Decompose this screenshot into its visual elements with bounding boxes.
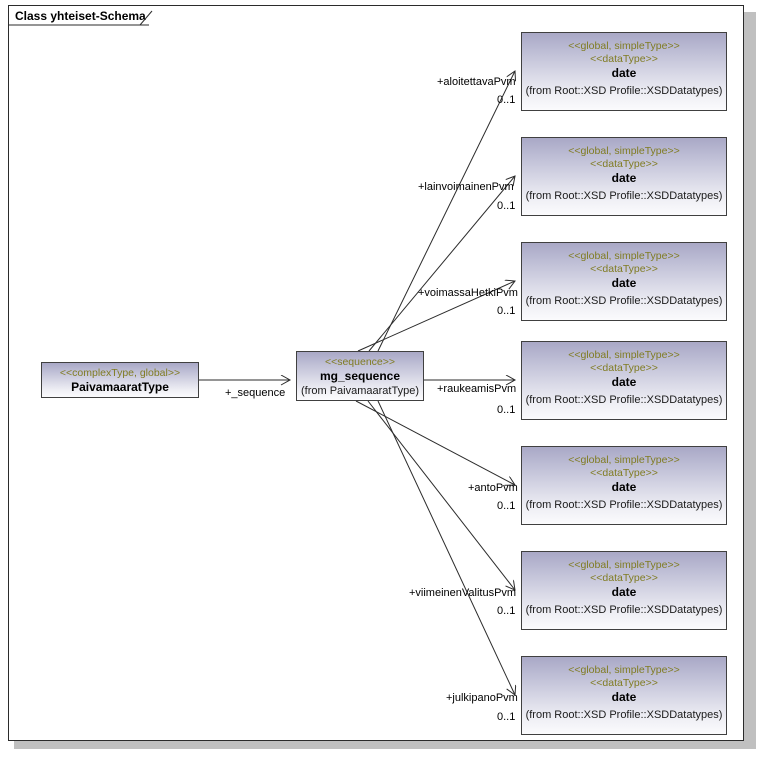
- class-stereotype-global-simpletype: <<global, simpleType>>: [568, 454, 680, 466]
- class-name: date: [611, 690, 637, 704]
- class-stereotype-global-simpletype: <<global, simpleType>>: [568, 664, 680, 676]
- diagram-title-label: Class yhteiset-Schema: [15, 9, 146, 23]
- class-stereotype-global-simpletype: <<global, simpleType>>: [568, 145, 680, 157]
- class-from-package: (from Root::XSD Profile::XSDDatatypes): [525, 499, 723, 511]
- class-name: date: [611, 171, 637, 185]
- class-stereotype-global-simpletype: <<global, simpleType>>: [568, 40, 680, 52]
- edge-label-sequence: +_sequence: [225, 387, 286, 399]
- class-stereotype-global-simpletype: <<global, simpleType>>: [568, 349, 680, 361]
- edge-multiplicity-raukeamisPvm: 0..1: [497, 404, 516, 416]
- class-name: date: [611, 375, 637, 389]
- class-stereotype-datatype: <<dataType>>: [590, 467, 658, 479]
- edge-label-julkipanoPvm: +julkipanoPvm: [446, 692, 518, 704]
- class-box-date-2[interactable]: <<global, simpleType>> <<dataType>> date…: [521, 137, 727, 216]
- edge-label-raukeamisPvm: +raukeamisPvm: [437, 383, 517, 395]
- class-stereotype-datatype: <<dataType>>: [590, 263, 658, 275]
- edge-label-lainvoimainenPvm: +lainvoimainenPvm: [418, 181, 514, 193]
- class-stereotype-global-simpletype: <<global, simpleType>>: [568, 250, 680, 262]
- edge-label-aloitettavaPvm: +aloitettavaPvm: [437, 76, 516, 88]
- class-stereotype-global-simpletype: <<global, simpleType>>: [568, 559, 680, 571]
- class-stereotype-datatype: <<dataType>>: [590, 362, 658, 374]
- class-from-package: (from Root::XSD Profile::XSDDatatypes): [525, 604, 723, 616]
- edge-multiplicity-antoPvm: 0..1: [497, 500, 516, 512]
- class-box-date-6[interactable]: <<global, simpleType>> <<dataType>> date…: [521, 551, 727, 630]
- diagram-title-tab: Class yhteiset-Schema: [8, 5, 157, 25]
- class-from-package: (from PaivamaaratType): [301, 385, 419, 397]
- edge-multiplicity-lainvoimainenPvm: 0..1: [497, 200, 516, 212]
- class-name: date: [611, 66, 637, 80]
- edge-label-viimeinenValitusPvm: +viimeinenValitusPvm: [409, 587, 517, 599]
- class-name: PaivamaaratType: [71, 380, 169, 394]
- class-box-date-1[interactable]: <<global, simpleType>> <<dataType>> date…: [521, 32, 727, 111]
- edge-multiplicity-julkipanoPvm: 0..1: [497, 711, 516, 723]
- class-stereotype-datatype: <<dataType>>: [590, 158, 658, 170]
- class-name: mg_sequence: [319, 369, 401, 383]
- class-box-date-4[interactable]: <<global, simpleType>> <<dataType>> date…: [521, 341, 727, 420]
- edge-label-voimassaHetkiPvm: +voimassaHetkiPvm: [418, 287, 518, 299]
- class-box-date-3[interactable]: <<global, simpleType>> <<dataType>> date…: [521, 242, 727, 321]
- class-box-mg-sequence[interactable]: <<sequence>> mg_sequence (from Paivamaar…: [296, 351, 424, 401]
- class-stereotype-datatype: <<dataType>>: [590, 677, 658, 689]
- class-name: date: [611, 585, 637, 599]
- class-from-package: (from Root::XSD Profile::XSDDatatypes): [525, 709, 723, 721]
- class-stereotype-datatype: <<dataType>>: [590, 53, 658, 65]
- edge-multiplicity-viimeinenValitusPvm: 0..1: [497, 605, 516, 617]
- class-from-package: (from Root::XSD Profile::XSDDatatypes): [525, 85, 723, 97]
- class-box-date-7[interactable]: <<global, simpleType>> <<dataType>> date…: [521, 656, 727, 735]
- class-stereotype: <<complexType, global>>: [59, 367, 181, 379]
- class-name: date: [611, 276, 637, 290]
- class-from-package: (from Root::XSD Profile::XSDDatatypes): [525, 295, 723, 307]
- class-stereotype: <<sequence>>: [324, 356, 396, 368]
- class-stereotype-datatype: <<dataType>>: [590, 572, 658, 584]
- class-from-package: (from Root::XSD Profile::XSDDatatypes): [525, 394, 723, 406]
- class-from-package: (from Root::XSD Profile::XSDDatatypes): [525, 190, 723, 202]
- edge-label-antoPvm: +antoPvm: [468, 482, 518, 494]
- edge-multiplicity-aloitettavaPvm: 0..1: [497, 94, 516, 106]
- class-box-date-5[interactable]: <<global, simpleType>> <<dataType>> date…: [521, 446, 727, 525]
- edge-multiplicity-voimassaHetkiPvm: 0..1: [497, 305, 516, 317]
- class-name: date: [611, 480, 637, 494]
- class-box-PaivamaaratType[interactable]: <<complexType, global>> PaivamaaratType: [41, 362, 199, 398]
